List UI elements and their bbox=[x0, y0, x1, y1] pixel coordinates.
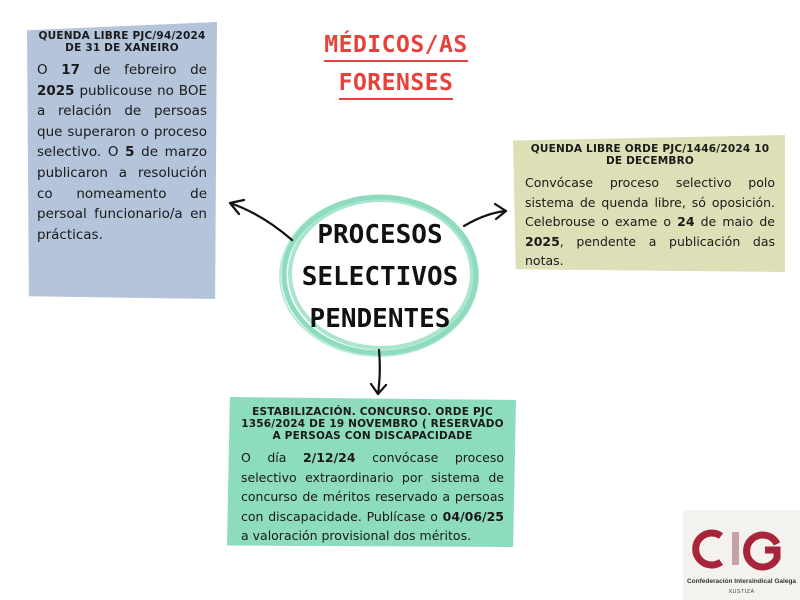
body-text: O día bbox=[241, 450, 303, 465]
logo-sub: XUSTIZA bbox=[728, 589, 755, 595]
highlight-value: 04/06/25 bbox=[442, 508, 504, 524]
card-quenda-libre-1446: QUENDA LIBRE ORDE PJC/1446/2024 10 DE DE… bbox=[513, 135, 785, 272]
title-line-1: MÉDICOS/AS bbox=[324, 30, 468, 62]
body-text: publicouse no BOE a relación de persoas … bbox=[37, 82, 207, 161]
card-title: QUENDA LIBRE ORDE PJC/1446/2024 10 DE DE… bbox=[530, 143, 770, 167]
body-text: O bbox=[37, 62, 62, 78]
body-text: convócase proceso selectivo extraordinar… bbox=[241, 450, 505, 524]
center-line-2: SELECTIVOS bbox=[301, 262, 459, 292]
body-text: de marzo publicaron a resolución co nome… bbox=[37, 144, 207, 243]
highlight-value: 17 bbox=[61, 62, 81, 78]
highlight-value: 2025 bbox=[37, 82, 75, 99]
card-quenda-libre-94: QUENDA LIBRE PJC/94/2024 DE 31 DE XANEIR… bbox=[27, 22, 217, 299]
card-title: QUENDA LIBRE PJC/94/2024 DE 31 DE XANEIR… bbox=[38, 30, 206, 54]
center-line-1: PROCESOS bbox=[317, 220, 443, 250]
card-estabilizacion-concurso: ESTABILIZACIÓN. CONCURSO. ORDE PJC 1356/… bbox=[227, 397, 516, 547]
highlight-value: 24 bbox=[677, 214, 695, 229]
logo-name: Confederación Intersindical Galega bbox=[686, 578, 797, 585]
card-body: Convócase proceso selectivo polo sistema… bbox=[525, 173, 775, 271]
body-text: a valoración provisional dos méritos. bbox=[241, 528, 472, 543]
highlight-value: 2/12/24 bbox=[302, 450, 356, 465]
card-body: O 17 de febreiro de 2025 publicouse no B… bbox=[37, 60, 207, 245]
cig-logo-icon bbox=[692, 529, 781, 571]
body-text: de maio de bbox=[694, 214, 775, 229]
center-line-3: PENDENTES bbox=[309, 304, 451, 334]
card-title: ESTABILIZACIÓN. CONCURSO. ORDE PJC 1356/… bbox=[241, 406, 504, 442]
page-title: MÉDICOS/AS FORENSES bbox=[306, 28, 486, 104]
center-label: PROCESOS SELECTIVOS PENDENTES bbox=[275, 214, 485, 340]
body-text: Convócase proceso selectivo polo sistema… bbox=[525, 175, 775, 229]
cig-logo: Confederación Intersindical Galega XUSTI… bbox=[683, 510, 800, 600]
highlight-value: 2025 bbox=[525, 233, 560, 249]
card-body: O día 2/12/24 convócase proceso selectiv… bbox=[241, 448, 504, 546]
body-text: , pendente a publicación das notas. bbox=[525, 233, 775, 269]
title-line-2: FORENSES bbox=[338, 68, 454, 100]
highlight-value: 5 bbox=[125, 144, 135, 161]
body-text: de febreiro de bbox=[80, 62, 207, 78]
